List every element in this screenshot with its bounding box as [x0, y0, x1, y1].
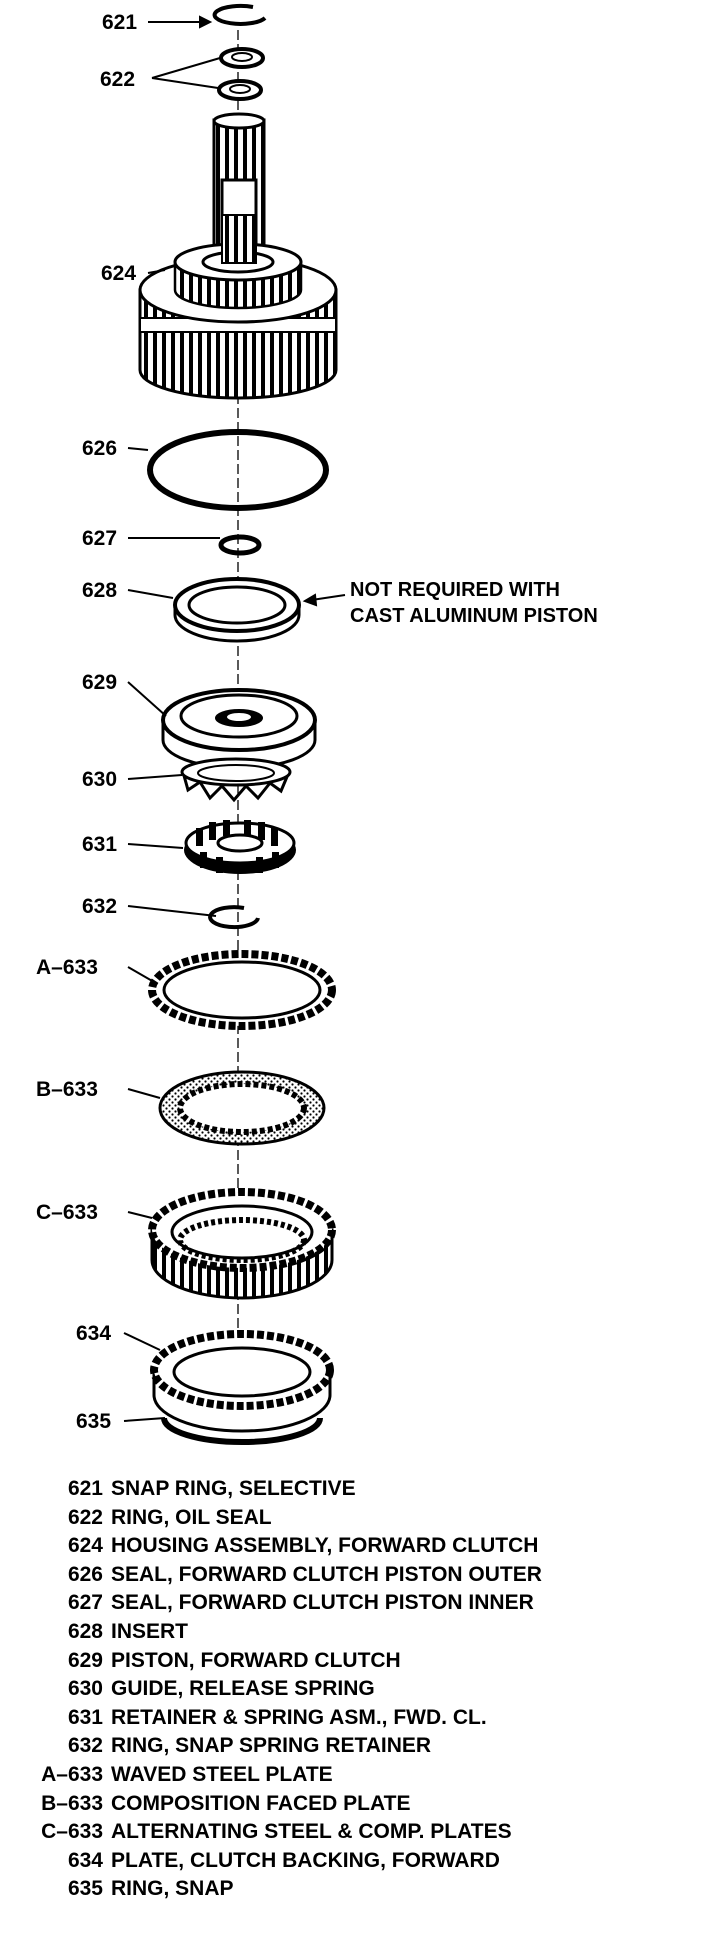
callout-621: 621	[102, 11, 137, 34]
legend-part-description: INSERT	[111, 1620, 189, 1643]
part-632-snap-ring	[208, 905, 260, 930]
legend-part-description: PISTON, FORWARD CLUTCH	[111, 1648, 401, 1672]
part-635-snap-ring	[161, 1417, 323, 1445]
legend-part-number: 635	[67, 1877, 103, 1901]
callout-635: 635	[76, 1410, 111, 1433]
legend-part-description: COMPOSITION FACED PLATE	[111, 1791, 411, 1815]
part-630-release-spring-guide	[180, 757, 292, 803]
legend-part-number: 630	[67, 1677, 103, 1701]
callout-labels: 621 622 624 626 627 628 629 630 631 632 …	[36, 11, 137, 1433]
legend-part-description: SEAL, FORWARD CLUTCH PISTON OUTER	[111, 1562, 542, 1586]
legend-part-description: RING, OIL SEAL	[111, 1505, 272, 1529]
legend-part-number: B–633	[41, 1791, 103, 1815]
callout-624: 624	[101, 262, 136, 285]
callout-B633: B–633	[36, 1078, 98, 1101]
part-629-piston	[161, 688, 317, 770]
legend-part-number: 632	[67, 1734, 103, 1758]
part-621-snap-ring	[212, 3, 267, 26]
callout-622: 622	[100, 68, 135, 91]
legend-part-description: SEAL, FORWARD CLUTCH PISTON INNER	[111, 1591, 534, 1615]
callout-C633: C–633	[36, 1201, 98, 1224]
legend-part-number: 628	[67, 1620, 103, 1643]
callout-628: 628	[82, 579, 117, 602]
legend-part-number: 627	[67, 1591, 103, 1615]
legend-part-number: 626	[67, 1562, 103, 1586]
callout-629: 629	[82, 671, 117, 694]
callout-634: 634	[76, 1322, 111, 1345]
legend-part-description: RING, SNAP SPRING RETAINER	[111, 1734, 432, 1758]
legend-part-number: 622	[67, 1505, 103, 1529]
legend-part-description: WAVED STEEL PLATE	[111, 1763, 333, 1786]
part-628-insert	[173, 577, 301, 643]
legend-part-description: RING, SNAP	[111, 1877, 234, 1901]
part-C633-plate-stack	[148, 1188, 336, 1300]
insert-note: NOT REQUIRED WITH CAST ALUMINUM PISTON	[350, 579, 598, 627]
part-626-outer-seal	[147, 429, 329, 511]
part-627-inner-seal	[218, 534, 262, 556]
part-631-retainer-spring-assembly	[184, 820, 296, 874]
legend-part-number: 631	[67, 1705, 103, 1729]
part-634-backing-plate	[150, 1330, 334, 1433]
legend-part-description: ALTERNATING STEEL & COMP. PLATES	[111, 1820, 512, 1844]
callout-632: 632	[82, 895, 117, 918]
callout-631: 631	[82, 833, 117, 856]
legend-part-description: RETAINER & SPRING ASM., FWD. CL.	[111, 1705, 487, 1729]
legend-part-number: A–633	[41, 1763, 103, 1786]
legend-part-description: HOUSING ASSEMBLY, FORWARD CLUTCH	[111, 1534, 539, 1558]
legend-part-description: GUIDE, RELEASE SPRING	[111, 1677, 375, 1701]
legend-part-number: 621	[67, 1477, 103, 1500]
callout-630: 630	[82, 768, 117, 791]
callout-626: 626	[82, 437, 117, 460]
legend-part-number: C–633	[41, 1820, 103, 1844]
legend-part-number: 624	[67, 1534, 103, 1558]
callout-627: 627	[82, 527, 117, 550]
insert-note-line1: NOT REQUIRED WITH	[350, 579, 560, 601]
part-622-oil-seal-rings	[217, 47, 265, 101]
legend-part-number: 634	[67, 1848, 103, 1872]
part-B633-composition-faced-plate	[158, 1070, 326, 1146]
callout-A633: A–633	[36, 956, 98, 979]
legend-part-description: PLATE, CLUTCH BACKING, FORWARD	[111, 1848, 500, 1872]
part-A633-waved-steel-plate	[148, 950, 336, 1030]
leader-lines	[123, 15, 346, 1422]
part-624-housing-assembly	[138, 112, 338, 400]
legend-part-description: SNAP RING, SELECTIVE	[111, 1477, 356, 1500]
legend-part-number: 629	[67, 1648, 103, 1672]
insert-note-line2: CAST ALUMINUM PISTON	[350, 605, 598, 627]
